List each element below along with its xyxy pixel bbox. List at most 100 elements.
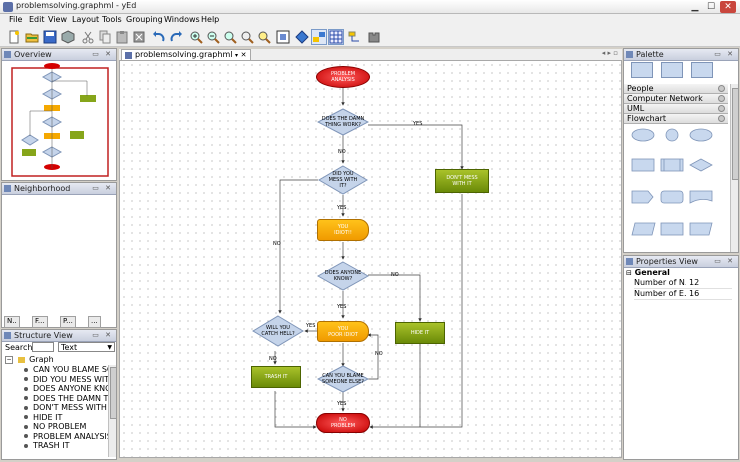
- paste-button[interactable]: [114, 29, 130, 45]
- node-catch-hell[interactable]: WILL YOU CATCH HELL?: [252, 315, 304, 347]
- node-damn-thing-work[interactable]: DOES THE DAMN THING WORK?: [317, 108, 369, 136]
- palette-shape[interactable]: [661, 62, 683, 78]
- node-blame-someone-else[interactable]: CAN YOU BLAME SOMEONE ELSE?: [317, 365, 369, 393]
- palette-shape[interactable]: [691, 62, 713, 78]
- open-button[interactable]: [24, 29, 40, 45]
- tree-root[interactable]: − Graph: [5, 355, 54, 364]
- panel-controls[interactable]: ▭ ✕: [714, 257, 735, 265]
- structure-scrollbar[interactable]: [108, 365, 117, 457]
- new-document-button[interactable]: [6, 29, 22, 45]
- zoom-area-button[interactable]: [239, 29, 255, 45]
- layout-button[interactable]: [294, 29, 310, 45]
- palette-shape[interactable]: [631, 62, 653, 78]
- menu-layout[interactable]: Layout: [72, 15, 100, 24]
- properties-section-general[interactable]: ⊟ General: [626, 268, 670, 277]
- expand-icon[interactable]: [718, 105, 725, 112]
- redo-button[interactable]: [168, 29, 184, 45]
- palette-section-uml[interactable]: UML: [624, 104, 728, 114]
- menu-edit[interactable]: Edit: [29, 15, 45, 24]
- structure-view-panel: Structure View▭ ✕ Search Text ▼ − Graph …: [1, 329, 117, 460]
- delete-button[interactable]: [131, 29, 147, 45]
- palette-panel-icon: [626, 51, 633, 58]
- collapse-icon[interactable]: [718, 115, 725, 122]
- edge-label-no: NO: [269, 356, 277, 362]
- node-dont-mess-with-it[interactable]: DON'T MESS WITH IT: [435, 169, 489, 193]
- fit-content-button[interactable]: [275, 29, 291, 45]
- node-poor-idiot[interactable]: YOU POOR IDIOT: [317, 321, 369, 342]
- mini-tab-p[interactable]: P...: [60, 316, 76, 328]
- menu-tools[interactable]: Tools: [102, 15, 122, 24]
- undo-button[interactable]: [151, 29, 167, 45]
- palette-scrollbar[interactable]: [730, 84, 739, 252]
- menu-grouping[interactable]: Grouping: [126, 15, 163, 24]
- zoom-selection-button[interactable]: [256, 29, 272, 45]
- expand-icon[interactable]: [718, 85, 725, 92]
- tree-item[interactable]: DOES THE DAMN TH: [24, 394, 108, 403]
- tree-item[interactable]: DID YOU MESS WITH: [24, 375, 108, 384]
- mini-tab-neighborhood[interactable]: N..: [4, 316, 20, 328]
- panel-controls[interactable]: ▭ ✕: [714, 50, 735, 58]
- zoom-in-button[interactable]: [188, 29, 204, 45]
- minimize-button[interactable]: ▁: [691, 2, 699, 12]
- tab-nav-arrows-icon[interactable]: ◂ ▸ ▫: [601, 49, 618, 57]
- tab-menu-icon[interactable]: ▾: [235, 52, 239, 59]
- collapse-toggle-icon[interactable]: ⊟: [626, 269, 632, 277]
- properties-button[interactable]: [60, 29, 76, 45]
- tree-item[interactable]: NO PROBLEM: [24, 422, 108, 431]
- collapse-toggle-icon[interactable]: −: [5, 355, 13, 364]
- menu-windows[interactable]: Windows: [164, 15, 200, 24]
- decision-diamond-shape: [318, 165, 368, 195]
- expand-icon[interactable]: [718, 95, 725, 102]
- scrollbar-thumb[interactable]: [110, 367, 117, 419]
- mini-tab-more[interactable]: ...: [88, 316, 101, 328]
- plugin-button[interactable]: [366, 29, 382, 45]
- tree-item[interactable]: DOES ANYONE KNO: [24, 384, 108, 393]
- palette-section-computer-network[interactable]: Computer Network: [624, 94, 728, 104]
- node-hide-it[interactable]: HIDE IT: [395, 322, 445, 344]
- panel-controls[interactable]: ▭ ✕: [92, 50, 113, 58]
- node-trash-it[interactable]: TRASH IT: [251, 366, 301, 388]
- tree-item[interactable]: DON'T MESS WITH I: [24, 403, 108, 412]
- structure-search-input[interactable]: [32, 342, 54, 352]
- overview-thumbnail[interactable]: [10, 61, 110, 179]
- node-no-problem[interactable]: NO PROBLEM: [316, 413, 370, 433]
- menu-help[interactable]: Help: [201, 15, 220, 24]
- search-filter-select[interactable]: Text ▼: [58, 342, 115, 352]
- cut-button[interactable]: [80, 29, 96, 45]
- tree-item[interactable]: HIDE IT: [24, 413, 108, 422]
- palette-section-people[interactable]: People: [624, 84, 728, 94]
- property-row[interactable]: Number of N...12: [634, 278, 732, 289]
- panel-controls[interactable]: ▭ ✕: [92, 331, 113, 339]
- grid-button[interactable]: [328, 29, 344, 45]
- zoom-100-button[interactable]: [222, 29, 238, 45]
- palette-section-label: Computer Network: [627, 94, 703, 103]
- orthogonal-edges-button[interactable]: [347, 29, 363, 45]
- close-button[interactable]: ✕: [720, 1, 736, 13]
- document-tab[interactable]: problemsolving.graphml ▾ ✕: [121, 49, 252, 61]
- tree-item[interactable]: TRASH IT: [24, 441, 108, 450]
- node-problem-analysis[interactable]: PROBLEM ANALYSIS: [316, 66, 370, 88]
- copy-button[interactable]: [97, 29, 113, 45]
- mini-tab-f[interactable]: F...: [32, 316, 48, 328]
- maximize-button[interactable]: ☐: [706, 2, 716, 12]
- tab-close-icon[interactable]: ✕: [240, 51, 247, 59]
- panel-controls[interactable]: ▭ ✕: [92, 184, 113, 192]
- menu-file[interactable]: File: [9, 15, 23, 24]
- flowchart-shape-gallery[interactable]: [627, 127, 727, 251]
- node-you-idiot[interactable]: YOU IDIOT!!: [317, 219, 369, 241]
- node-anyone-know[interactable]: DOES ANYONE KNOW?: [317, 261, 369, 291]
- tree-item-label: CAN YOU BLAME SO: [33, 365, 108, 374]
- graph-canvas[interactable]: YES NO YES NO NO YES YES NO NO YES PROBL…: [119, 60, 622, 458]
- scrollbar-thumb[interactable]: [732, 88, 739, 180]
- menu-view[interactable]: View: [48, 15, 67, 24]
- property-value: 16: [689, 289, 700, 298]
- save-button[interactable]: [42, 29, 58, 45]
- palette-section-flowchart[interactable]: Flowchart: [624, 114, 728, 124]
- zoom-out-button[interactable]: [205, 29, 221, 45]
- node-bullet-icon: [24, 405, 28, 410]
- snap-button[interactable]: [311, 29, 327, 45]
- node-mess-with-it[interactable]: DID YOU MESS WITH IT?: [318, 165, 368, 195]
- tree-item[interactable]: PROBLEM ANALYSIS: [24, 432, 108, 441]
- tree-item[interactable]: CAN YOU BLAME SO: [24, 365, 108, 374]
- property-row[interactable]: Number of E...16: [634, 289, 732, 300]
